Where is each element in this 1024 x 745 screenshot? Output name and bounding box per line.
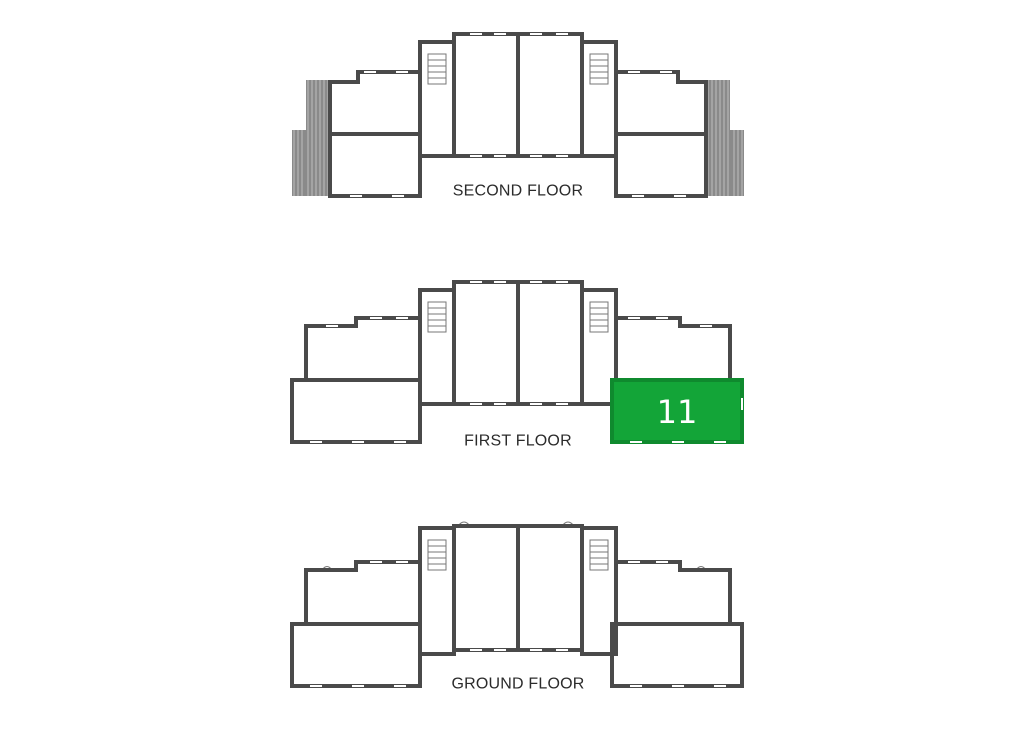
unit-11[interactable]: 11 [610,378,744,444]
unit-16-label: 16 [528,79,569,117]
unit-4-label: 4 [538,569,558,607]
unit-2[interactable]: 2 [304,560,422,626]
unit-4[interactable]: 4 [516,524,584,652]
stairs-left-icon [427,539,447,571]
balcony-right [706,80,744,196]
floor-ground: 2 1 3 4 6 5 GRO [290,521,744,693]
unit-9-label: 9 [478,326,498,364]
stairs-right-icon [589,301,609,333]
unit-17[interactable]: 17 [614,70,708,136]
unit-14[interactable]: 14 [328,70,422,136]
floor-first: 8 7 9 10 12 11 [290,280,744,450]
unit-6-label: 6 [654,581,674,619]
unit-13-label: 13 [362,145,403,183]
unit-11-label: 11 [657,393,698,431]
unit-8-label: 8 [364,335,384,373]
unit-5-label: 5 [666,637,686,675]
unit-14-label: 14 [362,87,403,125]
unit-10[interactable]: 10 [516,280,584,406]
unit-3-label: 3 [476,569,496,607]
unit-18-label: 18 [642,145,683,183]
unit-7-label: 7 [348,393,368,431]
floor-label-second: SECOND FLOOR [453,183,583,200]
unit-2-label: 2 [362,579,382,617]
unit-15-label: 15 [470,79,511,117]
unit-13[interactable]: 13 [328,132,422,198]
unit-16[interactable]: 16 [516,32,584,158]
unit-9[interactable]: 9 [452,280,520,406]
unit-18[interactable]: 18 [614,132,708,198]
stairs-right-icon [589,539,609,571]
core-left [418,40,456,158]
unit-8[interactable]: 8 [304,316,422,382]
unit-15[interactable]: 15 [452,32,520,158]
unit-17-label: 17 [636,87,677,125]
unit-12[interactable]: 12 [614,316,732,382]
core-left [418,288,456,406]
balcony-left [292,80,330,196]
floor-second: 14 13 15 16 17 18 [292,32,744,200]
unit-5[interactable]: 5 [610,622,744,688]
unit-10-label: 10 [530,326,571,364]
unit-12-label: 12 [648,335,689,373]
stairs-left-icon [427,301,447,333]
unit-7[interactable]: 7 [290,378,422,444]
floor-label-ground: GROUND FLOOR [451,676,584,693]
unit-1-label: 1 [346,637,366,675]
unit-3[interactable]: 3 [452,524,520,652]
unit-1[interactable]: 1 [290,622,422,688]
core-left [418,526,456,656]
stairs-left-icon [427,53,447,85]
core-right [580,40,618,158]
floor-label-first: FIRST FLOOR [464,433,572,450]
stairs-right-icon [589,53,609,85]
unit-6[interactable]: 6 [614,560,732,626]
